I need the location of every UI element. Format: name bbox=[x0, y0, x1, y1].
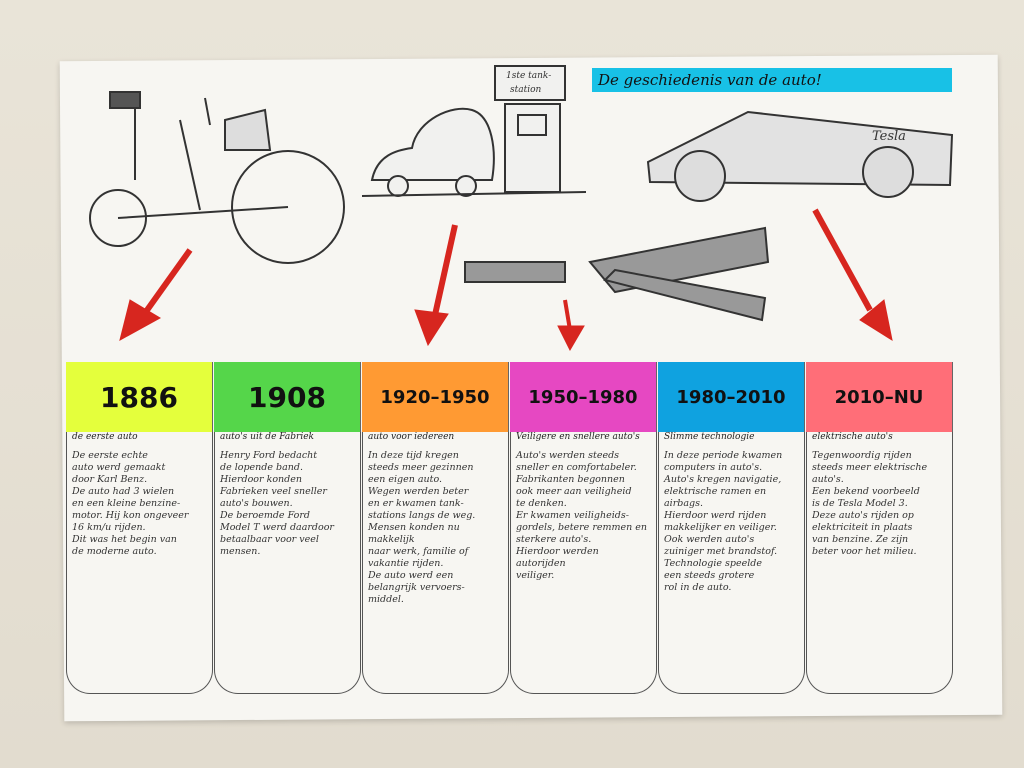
timeline-year: 1908 bbox=[214, 362, 361, 432]
timeline-subtitle: de eerste auto bbox=[72, 432, 138, 442]
timeline-text: Tegenwoordig rijden steeds meer elektris… bbox=[812, 450, 928, 557]
gas-station-drawing: 1ste tank- station bbox=[361, 65, 587, 197]
timeline-scroll-box bbox=[66, 432, 213, 694]
timeline-year: 1886 bbox=[66, 362, 213, 432]
timeline-year: 2010–NU bbox=[806, 362, 953, 432]
timeline-subtitle: Slimme technologie bbox=[664, 432, 755, 442]
timeline-scroll-box bbox=[806, 432, 953, 694]
timeline-year: 1920–1950 bbox=[362, 362, 509, 432]
timeline-text: In deze tijd kregen steeds meer gezinnen… bbox=[368, 450, 476, 605]
station-sign-text: 1ste tank- bbox=[506, 71, 551, 81]
red-arrows bbox=[119, 208, 893, 352]
poster-title: De geschiedenis van de auto! bbox=[592, 68, 952, 92]
timeline-subtitle: Veiligere en snellere auto's bbox=[516, 432, 640, 442]
timeline-subtitle: auto voor iedereen bbox=[368, 432, 455, 442]
timeline-subtitle: auto's uit de Fabriek bbox=[220, 432, 314, 442]
timeline-scroll-box bbox=[214, 432, 361, 694]
timeline-text: In deze periode kwamen computers in auto… bbox=[664, 450, 783, 593]
benz-tricycle-drawing bbox=[89, 91, 345, 264]
classic-car-drawing bbox=[370, 107, 495, 197]
timeline-text: Henry Ford bedacht de lopende band. Hier… bbox=[220, 450, 334, 557]
svg-text:station: station bbox=[510, 85, 542, 95]
timeline-scroll-box bbox=[658, 432, 805, 694]
seatbelt-drawing bbox=[464, 226, 770, 322]
timeline-subtitle: elektrische auto's bbox=[812, 432, 893, 442]
timeline-year: 1980–2010 bbox=[658, 362, 805, 432]
timeline-text: Auto's werden steeds sneller en comforta… bbox=[516, 450, 648, 581]
timeline-scroll-box bbox=[510, 432, 657, 694]
tesla-label: Tesla bbox=[872, 129, 906, 144]
timeline-scroll-box bbox=[362, 432, 509, 694]
timeline-text: De eerste echte auto werd gemaakt door K… bbox=[72, 450, 189, 557]
timeline-year: 1950–1980 bbox=[510, 362, 657, 432]
tesla-cybertruck-drawing: Tesla bbox=[646, 110, 954, 202]
